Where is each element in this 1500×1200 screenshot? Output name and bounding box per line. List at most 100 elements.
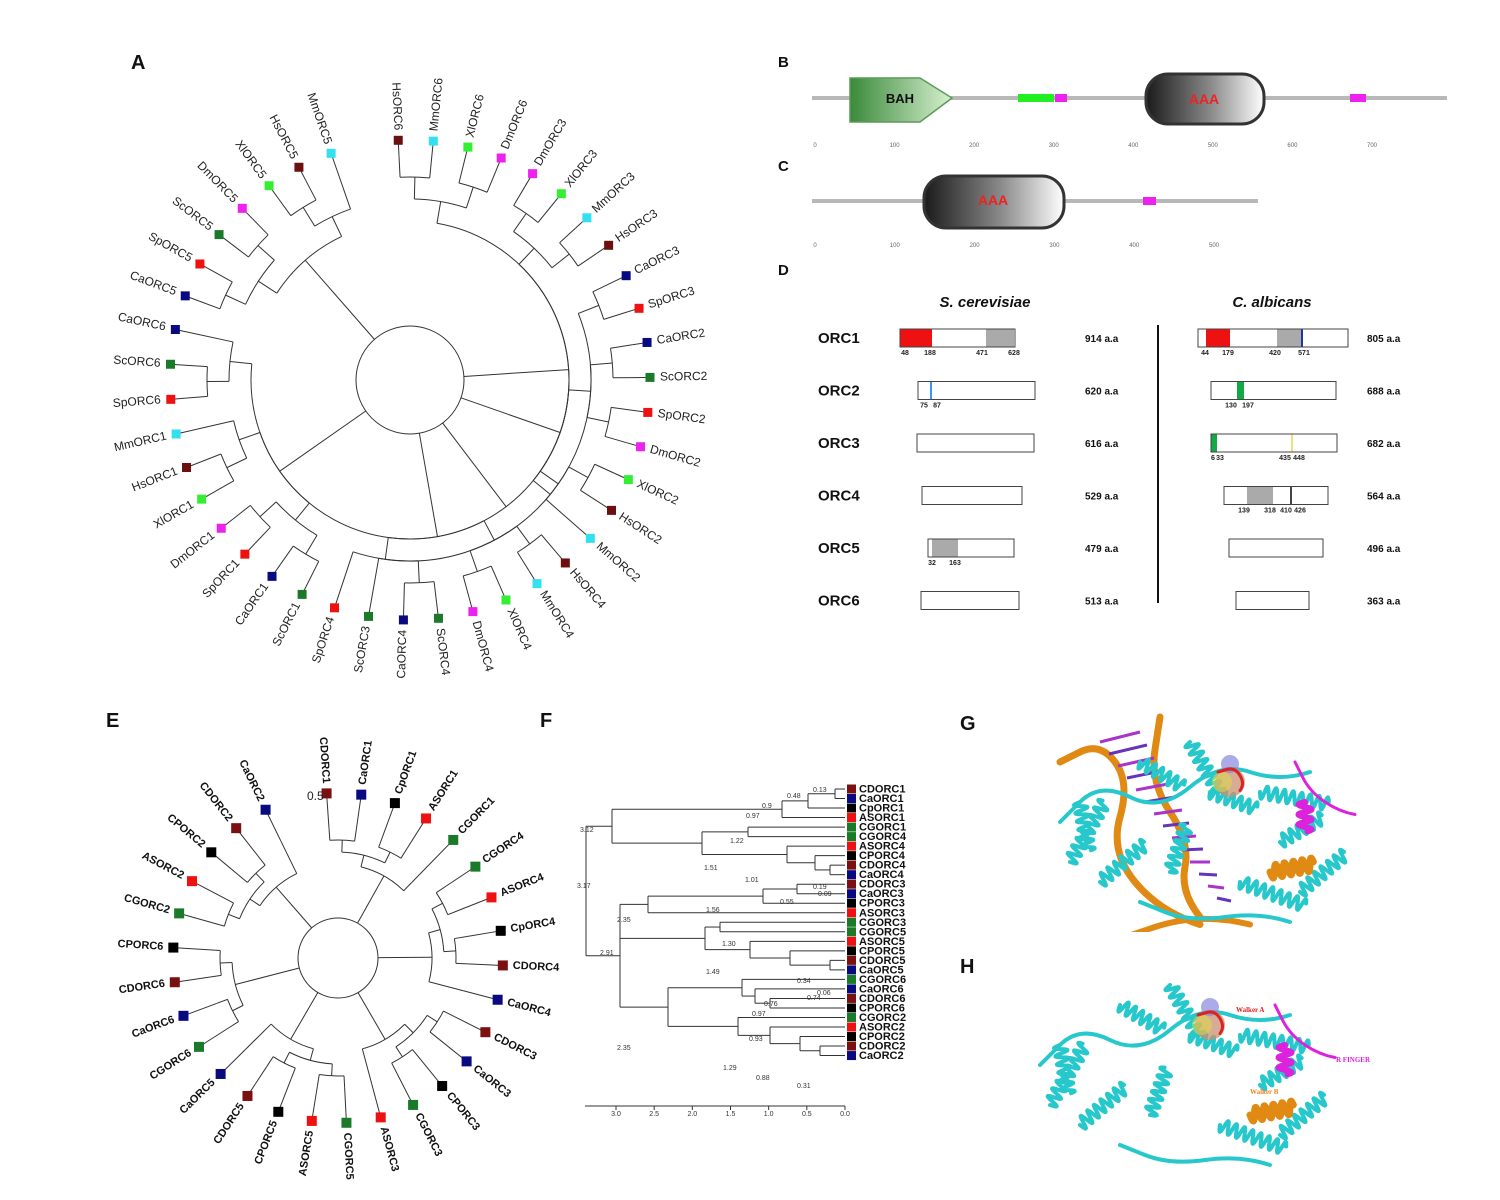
- ticksB-tick-1: 100: [890, 143, 901, 149]
- tree-f-leaf-cgorc4-5: CGORC4: [859, 831, 907, 843]
- tree-a-marker-sporc6: [166, 394, 176, 404]
- tree-f-leaf-cgorc2-24: CGORC2: [859, 1012, 906, 1024]
- ca-pos-orc1-3: 571: [1298, 350, 1310, 357]
- tree-f-marker-cdorc2-27: [847, 1041, 856, 1051]
- tree-a-marker-hsorc1: [182, 462, 192, 472]
- species-sc: S. cerevisiae: [940, 294, 1031, 311]
- tree-e-marker-caorc3: [461, 1056, 472, 1067]
- sc-pos-orc1-3: 628: [1008, 350, 1020, 357]
- ca-len-orc2: 688 a.a: [1367, 387, 1401, 398]
- sc-len-orc2: 620 a.a: [1085, 387, 1119, 398]
- tree-e-marker-cgorc6: [193, 1041, 204, 1052]
- tree-f-leaf-asorc3-13: ASORC3: [859, 907, 905, 919]
- panel-label-f: F: [540, 710, 553, 732]
- tree-f-axis: [585, 1105, 846, 1110]
- species-ca: C. albicans: [1232, 294, 1311, 311]
- tree-e-marker-asorc3: [375, 1112, 386, 1123]
- tree-e-marker-cdorc3: [480, 1027, 491, 1038]
- tree-e-marker-asorc5: [306, 1115, 317, 1126]
- tree-a-marker-scorc2: [645, 372, 655, 382]
- tree-a-marker-sporc5: [195, 259, 205, 269]
- ticksC-tick-4: 400: [1129, 243, 1140, 249]
- tree-f-branch-label-18: 0.06: [817, 990, 831, 997]
- tree-f-branch-label-24: 0.88: [756, 1075, 770, 1082]
- tree-e-marker-cgorc3: [408, 1099, 419, 1110]
- orc-name-2: ORC2: [818, 383, 860, 400]
- tree-f-leaf-asorc4-6: ASORC4: [859, 841, 906, 853]
- tree-f-marker-asorc5-16: [847, 936, 856, 946]
- sc-pos-orc2-1: 87: [933, 403, 941, 410]
- ca-pos-orc3-3: 448: [1293, 455, 1305, 462]
- tree-f-branch-label-21: 0.97: [752, 1011, 766, 1018]
- tree-f-marker-cdorc4-8: [847, 860, 856, 870]
- tree-a-marker-dmorc3: [528, 169, 538, 179]
- tree-f-axis-tick-0: 3.0: [611, 1111, 621, 1118]
- orc-name-6: ORC6: [818, 593, 860, 610]
- sc-bar-orc1: [899, 328, 1016, 348]
- tree-f-branch-label-22: 0.93: [749, 1036, 763, 1043]
- tree-f-axis-tick-4: 1.0: [764, 1111, 774, 1118]
- walker-a-label: Walker A: [1236, 1006, 1264, 1014]
- tree-e-scale: 0.5: [307, 789, 324, 803]
- tree-a-marker-caorc4: [398, 615, 408, 625]
- tree-a-marker-hsorc2: [606, 505, 616, 515]
- tree-e-marker-cporc2: [206, 847, 217, 858]
- tree-a-marker-mmorc2: [585, 533, 595, 543]
- tree-f-marker-cporc1-2: [847, 803, 856, 813]
- tree-a-marker-caorc3: [621, 271, 631, 281]
- tree-f-leaf-cporc2-26: CPORC2: [859, 1031, 905, 1043]
- tree-a-marker-scorc1: [297, 589, 307, 599]
- tree-f-branches: [585, 788, 845, 1057]
- tree-e-marker-cgorc4: [470, 861, 481, 872]
- panel-label-b: B: [778, 54, 789, 71]
- panel-label-g: G: [960, 713, 976, 735]
- tree-a-marker-scorc6: [166, 359, 176, 369]
- tree-f-branch-label-3: 0.97: [746, 813, 760, 820]
- ticksC-tick-0: 0: [813, 243, 817, 249]
- tree-f-branch-label-9: 0.09: [818, 891, 832, 898]
- tree-a-marker-hsorc3: [604, 240, 614, 250]
- sc-pos-orc5-0: 32: [928, 560, 936, 567]
- sc-pos-orc1-1: 188: [924, 350, 936, 357]
- r-finger-label: R FINGER: [1336, 1056, 1371, 1064]
- ca-len-orc4: 564 a.a: [1367, 492, 1401, 503]
- tree-e-marker-cdorc1: [321, 788, 332, 799]
- ca-pos-orc4-0: 139: [1238, 508, 1250, 515]
- tree-e-marker-cdorc5: [242, 1090, 253, 1101]
- tree-f-leaf-caorc4-9: CaORC4: [859, 869, 905, 881]
- aaa-domain-b: [1144, 72, 1266, 126]
- tree-a-marker-scorc5: [214, 230, 224, 240]
- tree-f-marker-asorc1-3: [847, 813, 856, 823]
- tree-e-marker-asorc2: [186, 876, 197, 887]
- tree-e-marker-caorc2: [260, 804, 271, 815]
- tree-f-leaf-caorc6-21: CaORC6: [859, 983, 904, 995]
- ticksB-tick-7: 700: [1367, 143, 1378, 149]
- tree-f-leaf-cporc3-12: CPORC3: [859, 898, 905, 910]
- tree-f-marker-cporc6-23: [847, 1003, 856, 1013]
- tree-f-leaf-cgorc6-20: CGORC6: [859, 974, 906, 986]
- tree-f-marker-cgorc5-15: [847, 927, 856, 937]
- sc-bar-orc6: [920, 591, 1020, 610]
- ca-bar-orc5: [1228, 538, 1324, 558]
- ticksB-tick-4: 400: [1128, 143, 1139, 149]
- sc-len-orc3: 616 a.a: [1085, 439, 1119, 450]
- tree-a-leaf-scorc4: ScORC4: [434, 627, 454, 676]
- tree-a-leaf-hsorc6: HsORC6: [389, 82, 405, 131]
- tree-f-marker-cdorc6-22: [847, 993, 856, 1003]
- tree-f-leaf-asorc5-16: ASORC5: [859, 936, 905, 948]
- tree-f-leaf-cgorc3-14: CGORC3: [859, 917, 906, 929]
- panel-label-d: D: [778, 262, 789, 279]
- tree-f-marker-asorc4-6: [847, 841, 856, 851]
- tree-e-marker-cporc1: [389, 798, 400, 809]
- tree-a-marker-mmorc5: [326, 148, 336, 158]
- tree-a-marker-caorc6: [170, 325, 180, 335]
- sc-pos-orc5-1: 163: [949, 560, 961, 567]
- tree-a-marker-dmorc1: [216, 523, 226, 533]
- tree-f-leaf-cgorc5-15: CGORC5: [859, 926, 906, 938]
- tree-a-marker-dmorc2: [636, 442, 646, 452]
- tree-f-branch-label-11: 0.55: [780, 899, 794, 906]
